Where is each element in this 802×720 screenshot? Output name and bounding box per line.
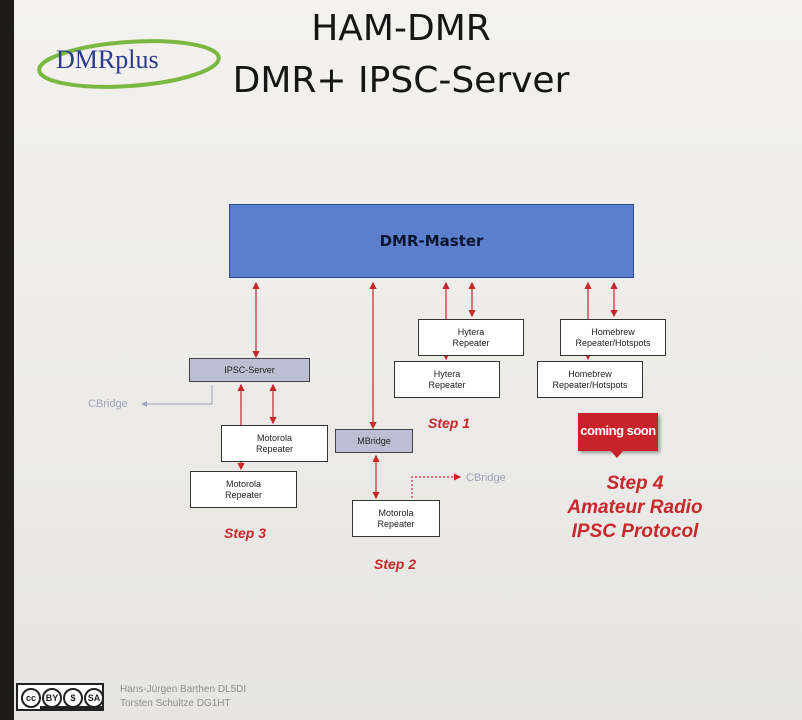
step2-label: Step 2	[374, 556, 417, 572]
step4-subtitle-line1: Amateur Radio	[567, 497, 703, 518]
by-icon: BY	[42, 688, 62, 708]
mbridge-node: MBridge	[335, 429, 413, 453]
dmrplus-logo-text: DMRplus	[56, 45, 159, 74]
cbridge-label-left: CBridge	[88, 398, 128, 410]
motorola-repeater-node-back: Motorola Repeater	[221, 425, 328, 462]
noncommercial-icon: $	[63, 688, 83, 708]
arrow-mbridge-cbridge	[411, 473, 462, 498]
motorola-repeater-node-mbridge: Motorola Repeater	[352, 500, 440, 537]
slide-title-line1: HAM-DMR	[311, 8, 491, 49]
hytera-repeater-node-back: Hytera Repeater	[418, 319, 524, 356]
cc-icon: cc	[21, 688, 41, 708]
step4-label: Step 4	[606, 473, 664, 494]
ipsc-server-node: IPSC-Server	[189, 358, 310, 382]
dmr-master-node: DMR-Master	[229, 204, 634, 278]
step1-label: Step 1	[428, 415, 471, 431]
sharealike-icon: SA	[84, 688, 104, 708]
arrow-ipsc-cbridge	[141, 385, 213, 407]
step3-label: Step 3	[224, 525, 267, 541]
slide	[14, 0, 802, 720]
footer-author-2: Torsten Schultze DG1HT	[120, 698, 231, 709]
coming-soon-badge: coming soon	[578, 413, 658, 451]
dmrplus-logo-swoosh	[37, 39, 221, 89]
creative-commons-license-badge: cc BY $ SA	[16, 683, 104, 711]
step4-subtitle-line2: IPSC Protocol	[571, 521, 699, 542]
slide-title-line2: DMR+ IPSC-Server	[232, 60, 570, 101]
footer-author-1: Hans-Jürgen Barthen DL5DI	[120, 684, 247, 695]
coming-soon-badge-tail	[610, 450, 624, 458]
motorola-repeater-node-front: Motorola Repeater	[190, 471, 297, 508]
license-bar	[40, 706, 102, 710]
cbridge-label-right: CBridge	[466, 472, 506, 484]
homebrew-repeater-node-front: Homebrew Repeater/Hotspots	[537, 361, 643, 398]
homebrew-repeater-node-back: Homebrew Repeater/Hotspots	[560, 319, 666, 356]
hytera-repeater-node-front: Hytera Repeater	[394, 361, 500, 398]
